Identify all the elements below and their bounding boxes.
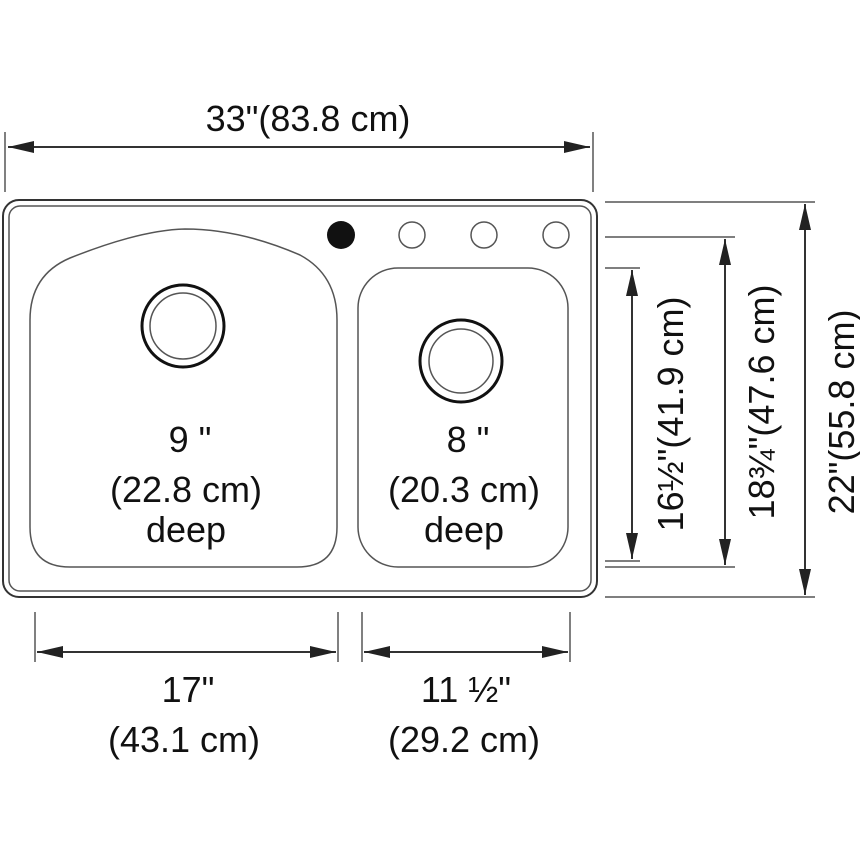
arrow-right-icon	[564, 141, 590, 153]
arrow-down-icon	[799, 569, 811, 595]
right-bowl-length-label: 16½"(41.9 cm)	[650, 297, 691, 532]
arrow-up-icon	[626, 270, 638, 296]
left-drain-inner-icon	[149, 292, 217, 360]
overall-width-dimension: 33"(83.8 cm)	[4, 98, 594, 192]
arrow-right-icon	[310, 646, 336, 658]
overall-depth-dimension: 22"(55.8 cm)	[605, 201, 860, 598]
left-bowl-length-dimension: 18¾"(47.6 cm)	[605, 236, 782, 568]
left-bowl-depth-cm: (22.8 cm)	[110, 469, 262, 510]
arrow-left-icon	[37, 646, 63, 658]
faucet-hole-filled-icon	[327, 221, 355, 249]
overall-width-label: 33"(83.8 cm)	[206, 98, 411, 139]
left-bowl-depth-word: deep	[146, 509, 226, 550]
right-drain-icon	[418, 318, 504, 404]
left-bowl-width-cm: (43.1 cm)	[108, 719, 260, 760]
right-drain-inner-icon	[428, 328, 494, 394]
right-bowl-depth-word: deep	[424, 509, 504, 550]
left-bowl-width-dimension: 17" (43.1 cm)	[34, 612, 339, 760]
arrow-down-icon	[626, 533, 638, 559]
left-bowl-width-in: 17"	[162, 669, 215, 710]
arrow-right-icon	[542, 646, 568, 658]
right-bowl-length-dimension: 16½"(41.9 cm)	[605, 267, 691, 562]
arrow-down-icon	[719, 539, 731, 565]
left-drain-icon	[140, 283, 226, 369]
right-bowl	[357, 267, 569, 568]
right-bowl-width-in: 11 ½"	[421, 669, 511, 710]
right-bowl-width-dimension: 11 ½" (29.2 cm)	[361, 612, 571, 760]
overall-depth-label: 22"(55.8 cm)	[821, 310, 860, 515]
right-bowl-width-cm: (29.2 cm)	[388, 719, 540, 760]
left-bowl-length-label: 18¾"(47.6 cm)	[741, 285, 782, 520]
faucet-hole-icon	[542, 221, 570, 249]
arrow-left-icon	[8, 141, 34, 153]
arrow-left-icon	[364, 646, 390, 658]
left-bowl-depth-in: 9 "	[169, 419, 212, 460]
sink-inner-rim	[8, 205, 592, 592]
sink-outer-rim	[2, 199, 598, 598]
left-bowl	[29, 228, 338, 568]
arrow-up-icon	[799, 204, 811, 230]
faucet-hole-icon	[470, 221, 498, 249]
right-bowl-depth-in: 8 "	[447, 419, 490, 460]
faucet-hole-icon	[398, 221, 426, 249]
right-bowl-depth-cm: (20.3 cm)	[388, 469, 540, 510]
arrow-up-icon	[719, 239, 731, 265]
